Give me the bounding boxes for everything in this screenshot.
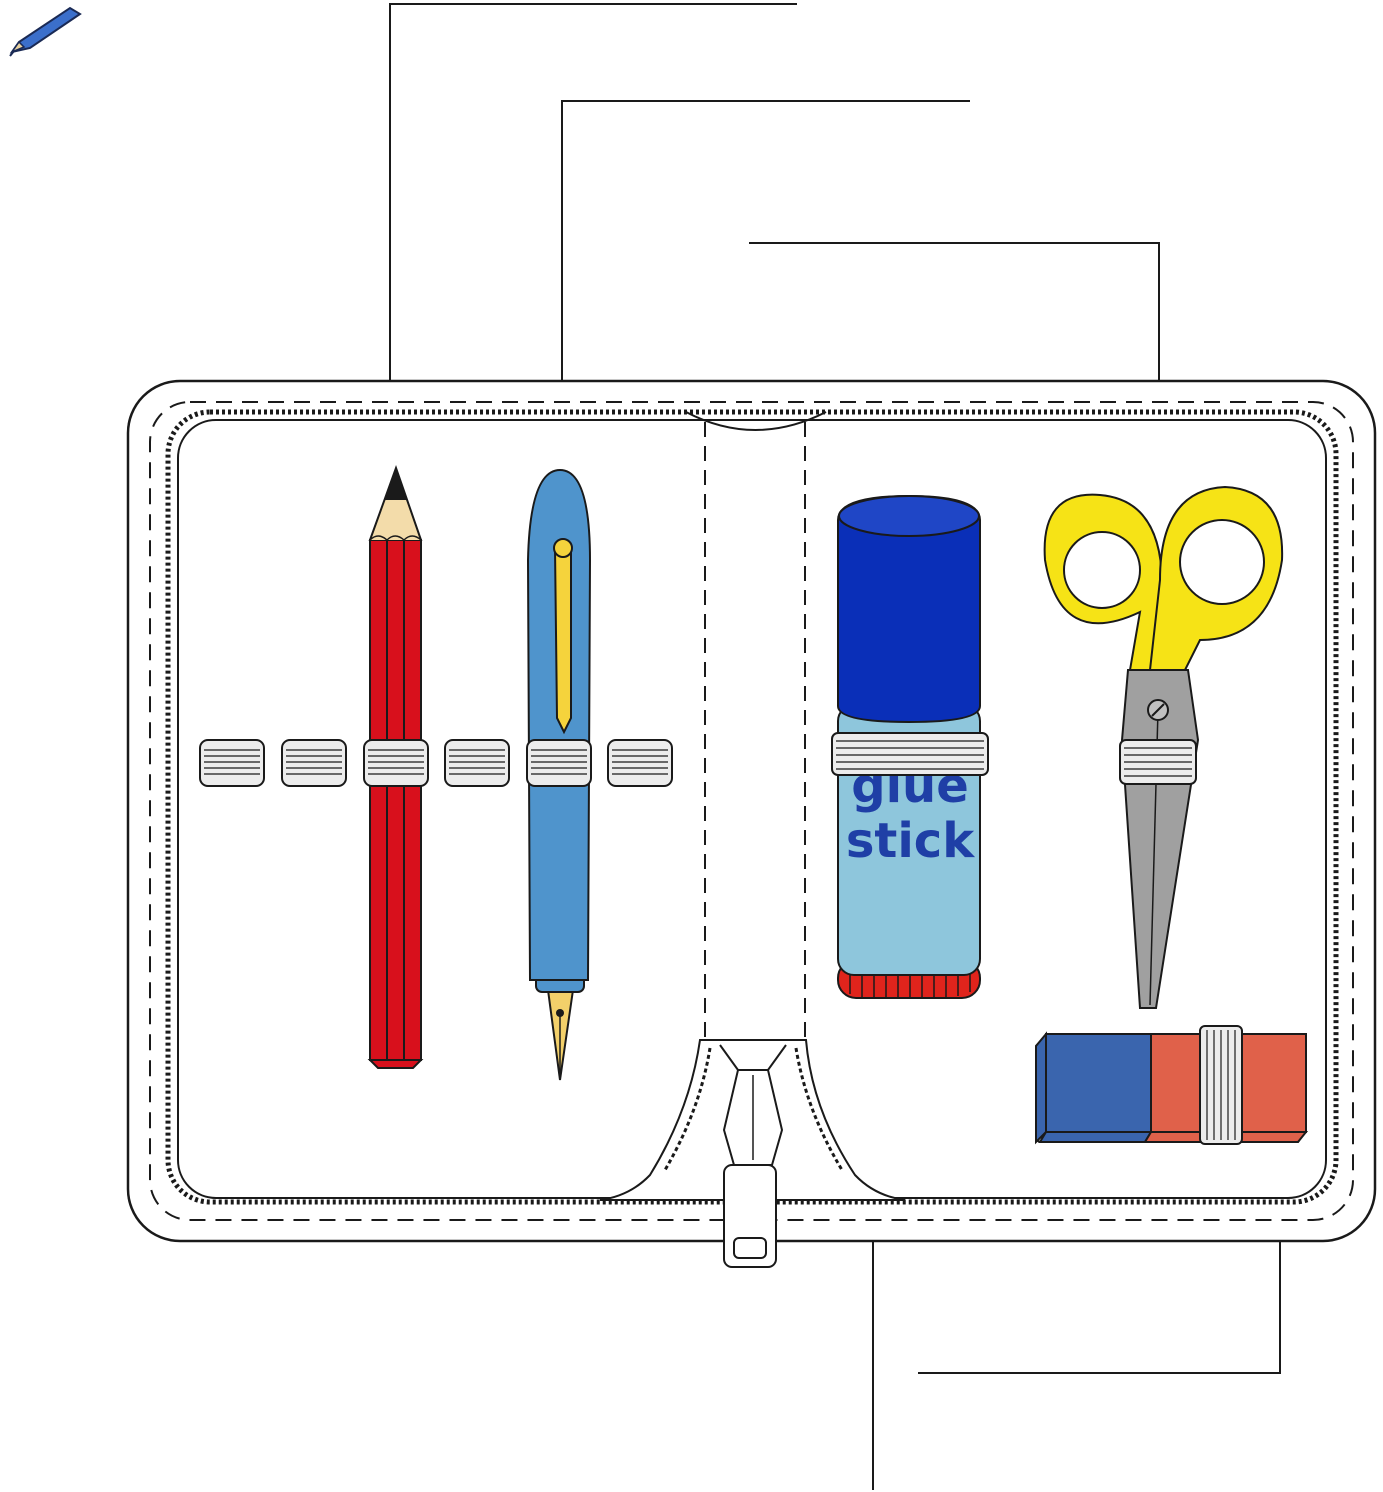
elastic-loop — [363, 739, 429, 787]
elastic-loop — [199, 739, 265, 787]
pencil — [367, 465, 424, 1069]
elastic-loop — [444, 739, 510, 787]
zipper-pull — [722, 1069, 784, 1268]
leader-line-pen — [561, 100, 970, 460]
elastic-loop — [607, 739, 673, 787]
scissors — [1043, 485, 1284, 1009]
eraser — [1035, 1025, 1309, 1145]
glue-stick: glue stick — [831, 494, 989, 999]
elastic-loop — [526, 739, 592, 787]
elastic-loop — [281, 739, 347, 787]
glue-stick-label-line2: stick — [846, 813, 975, 869]
leader-line-pencil — [389, 3, 797, 463]
pencil-icon — [9, 6, 82, 57]
elastic-loops — [199, 739, 673, 787]
fountain-pen — [526, 468, 592, 1081]
